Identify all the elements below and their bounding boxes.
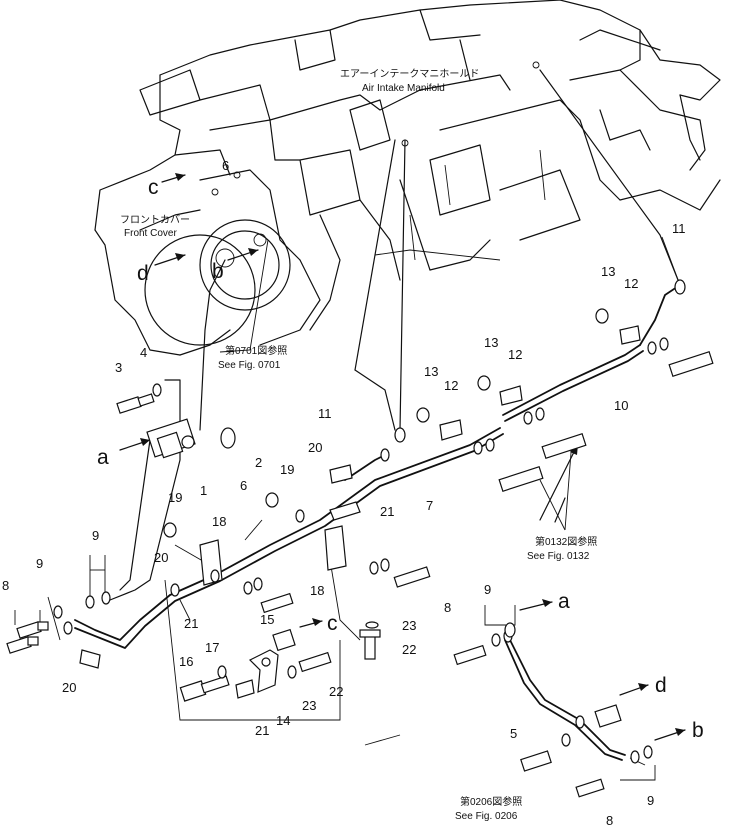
callout-19-left: 19 — [168, 490, 182, 505]
callout-12-left: 12 — [444, 378, 458, 393]
piping — [14, 69, 681, 781]
connection-letters: a a b b c c d d — [97, 176, 704, 742]
callout-7: 7 — [426, 498, 433, 513]
callout-5: 5 — [510, 726, 517, 741]
text-labels: エアーインテークマニホールド Air Intake Manifold フロントカ… — [120, 68, 597, 822]
callout-6-top: 6 — [222, 158, 229, 173]
callout-14: 14 — [276, 713, 290, 728]
callout-19-mid: 19 — [280, 462, 294, 477]
callout-8-bottom: 8 — [606, 813, 613, 827]
letter-c-top: c — [148, 176, 159, 199]
callout-22-bottom: 22 — [329, 684, 343, 699]
air-intake-en-label: Air Intake Manifold — [362, 83, 445, 94]
letter-b-top: b — [212, 260, 224, 283]
engine-block — [94, 0, 721, 356]
callout-13-right: 13 — [601, 264, 615, 279]
callout-11-mid: 11 — [318, 406, 332, 421]
see-0132-jp-label: 第0132図参照 — [535, 535, 597, 548]
letter-a-right: a — [558, 590, 570, 613]
callout-9-right: 9 — [484, 582, 491, 597]
callout-16: 16 — [179, 654, 193, 669]
callout-12-right: 12 — [624, 276, 638, 291]
callout-10: 10 — [614, 398, 628, 413]
see-0132-en-label: See Fig. 0132 — [527, 551, 590, 562]
callout-23-bottom: 23 — [302, 698, 316, 713]
letter-d-right: d — [655, 674, 667, 697]
callout-12-mid: 12 — [508, 347, 522, 362]
callout-22-right: 22 — [402, 642, 416, 657]
callout-20-left: 20 — [154, 550, 168, 565]
callout-1: 1 — [200, 483, 207, 498]
callout-numbers: 1 2 3 4 5 6 6 7 8 8 8 9 9 9 9 10 11 11 1… — [2, 158, 686, 827]
callout-4: 4 — [140, 345, 147, 360]
letter-a-left: a — [97, 446, 109, 469]
air-intake-jp-label: エアーインテークマニホールド — [340, 68, 479, 80]
callout-3: 3 — [115, 360, 122, 375]
callout-8-right: 8 — [444, 600, 451, 615]
callout-13-left: 13 — [424, 364, 438, 379]
see-0206-jp-label: 第0206図参照 — [460, 795, 522, 808]
letter-b-right: b — [692, 719, 704, 742]
callout-9-far-left: 9 — [36, 556, 43, 571]
callout-9-bottom: 9 — [647, 793, 654, 808]
callout-21-bottom: 21 — [255, 723, 269, 738]
see-0206-en-label: See Fig. 0206 — [455, 811, 518, 822]
parts — [6, 279, 714, 798]
callout-18-mid: 18 — [310, 583, 324, 598]
letter-c-bottom: c — [327, 612, 338, 635]
callout-8-left: 8 — [2, 578, 9, 593]
callout-2: 2 — [255, 455, 262, 470]
callout-9-left: 9 — [92, 528, 99, 543]
callout-6: 6 — [240, 478, 247, 493]
front-cover-en-label: Front Cover — [124, 228, 177, 239]
see-0701-jp-label: 第0701図参照 — [225, 344, 287, 357]
callout-20-bottom: 20 — [62, 680, 76, 695]
callout-18-left: 18 — [212, 514, 226, 529]
callout-21-mid: 21 — [380, 504, 394, 519]
connection-arrows — [119, 173, 686, 741]
letter-d-top: d — [137, 262, 149, 285]
callout-15: 15 — [260, 612, 274, 627]
front-cover-jp-label: フロントカバー — [120, 214, 190, 226]
callout-20-mid: 20 — [308, 440, 322, 455]
callout-17: 17 — [205, 640, 219, 655]
see-0701-en-label: See Fig. 0701 — [218, 360, 281, 371]
callout-11-right: 11 — [672, 221, 686, 236]
callout-21-left: 21 — [184, 616, 198, 631]
callout-23-right: 23 — [402, 618, 416, 633]
callout-13-mid: 13 — [484, 335, 498, 350]
